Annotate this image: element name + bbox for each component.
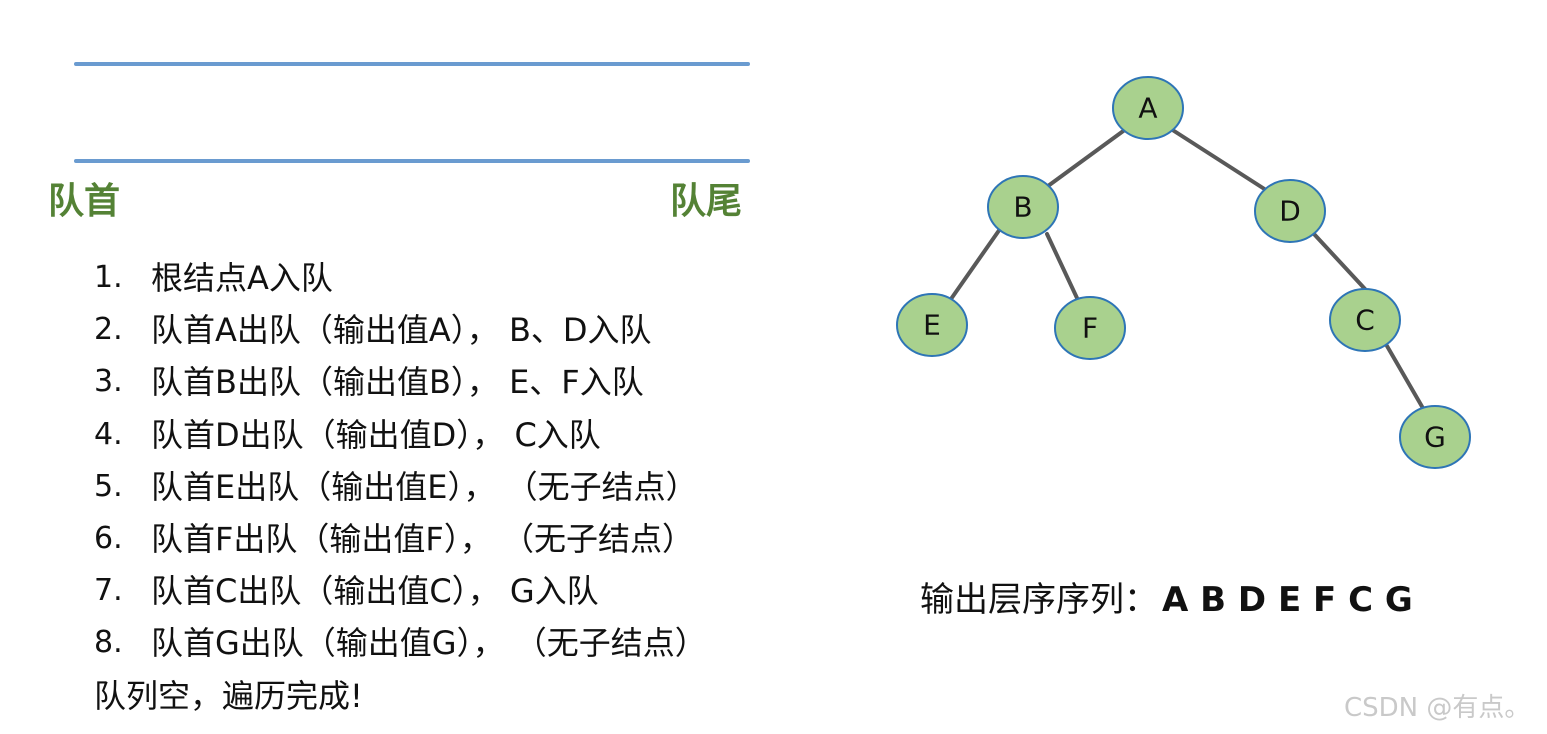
tree-node-label-b: B	[1013, 191, 1032, 224]
tree-node-label-e: E	[923, 309, 941, 342]
step-number: 2.	[94, 312, 123, 348]
step-number: 8.	[94, 625, 123, 661]
tree-node-f	[1054, 296, 1126, 360]
step-item: 7. 队首C出队（输出值C）， G入队	[94, 565, 707, 617]
csdn-watermark: CSDN @有点。	[1344, 693, 1531, 723]
step-item: 5. 队首E出队（输出值E）， （无子结点）	[94, 461, 707, 513]
tree-node-label-f: F	[1082, 312, 1098, 345]
tree-node-a	[1112, 76, 1184, 140]
queue-top-line	[74, 62, 750, 66]
step-item: 8. 队首G出队（输出值G）， （无子结点）	[94, 617, 707, 669]
tree-edge-b-e	[949, 227, 1002, 301]
step-number: 6.	[94, 520, 123, 556]
queue-head-label: 队首	[48, 181, 121, 222]
tree-node-label-d: D	[1279, 195, 1301, 228]
tree-node-c	[1329, 288, 1401, 352]
tree-node-b	[987, 175, 1059, 239]
step-item: 6. 队首F出队（输出值F）， （无子结点）	[94, 513, 707, 565]
step-text: 队首F出队（输出值F）， （无子结点）	[151, 519, 694, 558]
traversal-complete-text: 队列空，遍历完成!	[94, 677, 363, 715]
tree-edge-a-d	[1169, 127, 1268, 192]
step-number: 4.	[94, 416, 123, 452]
step-list: 1. 根结点A入队 2. 队首A出队（输出值A）， B、D入队 3. 队首B出队（输出…	[94, 252, 707, 670]
output-order-sequence: A B D E F C G	[1162, 580, 1413, 620]
step-number: 3.	[94, 364, 123, 400]
step-item: 4. 队首D出队（输出值D）， C入队	[94, 409, 707, 461]
step-item: 1. 根结点A入队	[94, 252, 707, 304]
step-item: 2. 队首A出队（输出值A）， B、D入队	[94, 304, 707, 356]
step-text: 队首B出队（输出值B）， E、F入队	[151, 363, 644, 402]
output-order-label: 输出层序序列：	[920, 580, 1158, 620]
tree-edge-c-g	[1385, 344, 1426, 412]
output-order: 输出层序序列：A B D E F C G	[920, 572, 1413, 628]
queue-tail-label: 队尾	[670, 181, 743, 222]
step-text: 队首A出队（输出值A）， B、D入队	[151, 311, 652, 350]
step-text: 队首G出队（输出值G）， （无子结点）	[151, 624, 707, 663]
tree-node-label-c: C	[1355, 304, 1375, 337]
step-text: 根结点A入队	[151, 259, 333, 297]
tree-node-g	[1399, 405, 1471, 469]
queue-bottom-line	[74, 159, 750, 163]
tree-node-e	[896, 293, 968, 357]
tree-edge-d-c	[1312, 232, 1367, 291]
step-number: 1.	[94, 260, 123, 295]
step-number: 7.	[94, 573, 123, 609]
tree-edge-a-b	[1046, 127, 1128, 188]
step-item: 3. 队首B出队（输出值B）， E、F入队	[94, 356, 707, 408]
tree-node-label-g: G	[1424, 421, 1446, 454]
step-text: 队首E出队（输出值E）， （无子结点）	[151, 467, 698, 506]
tree-node-d	[1254, 179, 1326, 243]
step-number: 5.	[94, 468, 123, 504]
tree-node-label-a: A	[1138, 92, 1157, 125]
step-text: 队首D出队（输出值D）， C入队	[151, 415, 601, 454]
tree-edge-b-f	[1045, 232, 1079, 300]
step-text: 队首C出队（输出值C）， G入队	[151, 572, 599, 611]
